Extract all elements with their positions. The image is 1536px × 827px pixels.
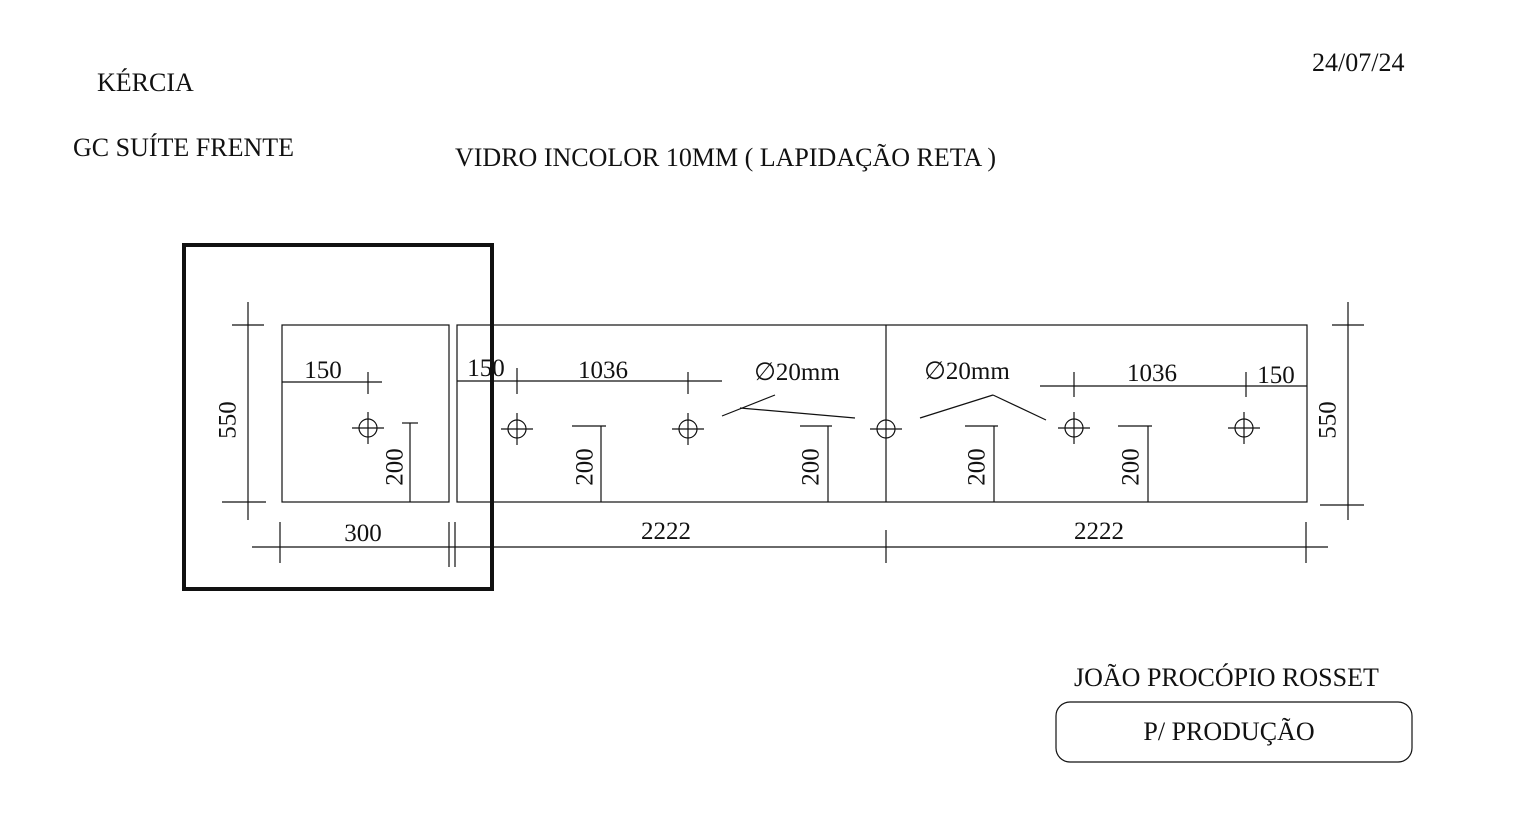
dim-hole-height-a2: 200 — [798, 448, 825, 486]
drill-hole — [1228, 412, 1260, 444]
dim-hole-height-b1: 200 — [964, 448, 991, 486]
small-glass-panel — [281, 324, 450, 503]
bottom-width-dimension — [252, 522, 1328, 567]
dim-panel-a-edge-offset: 150 — [467, 355, 505, 382]
signer-name: JOÃO PROCÓPIO ROSSET — [1074, 663, 1379, 692]
small-panel-hole-dimensions — [282, 372, 418, 502]
drill-hole — [672, 413, 704, 445]
left-height-dimension — [222, 302, 266, 520]
dim-panel-b-edge-offset: 150 — [1257, 362, 1295, 389]
dim-height-left: 550 — [215, 401, 242, 439]
drill-hole — [501, 413, 533, 445]
dim-panel-a-spacing: 1036 — [578, 357, 628, 384]
drill-hole — [870, 419, 902, 439]
panel-a-hole-dimensions — [457, 368, 856, 502]
highlight-box — [182, 243, 494, 591]
dim-hole-height-b2: 200 — [1118, 448, 1145, 486]
drill-hole — [352, 412, 384, 444]
dim-width-panel-b: 2222 — [1074, 518, 1124, 545]
production-stamp-box — [1055, 701, 1413, 763]
dim-diameter-a: ∅20mm — [754, 359, 840, 386]
production-stamp: P/ PRODUÇÃO — [1143, 717, 1314, 746]
panel-b-hole-dimensions — [919, 372, 1307, 502]
project-name: GC SUÍTE FRENTE — [73, 133, 294, 162]
drill-hole — [1058, 412, 1090, 444]
dim-height-right: 550 — [1315, 401, 1342, 439]
drawing-date: 24/07/24 — [1312, 48, 1405, 77]
dim-diameter-b: ∅20mm — [924, 358, 1010, 385]
glass-specification: VIDRO INCOLOR 10MM ( LAPIDAÇÃO RETA ) — [455, 143, 997, 172]
dim-small-hole-offset: 150 — [304, 357, 342, 384]
dim-hole-height-a1: 200 — [572, 448, 599, 486]
client-name: KÉRCIA — [97, 68, 194, 97]
dim-width-small: 300 — [344, 520, 382, 547]
dim-panel-b-spacing: 1036 — [1127, 360, 1177, 387]
right-height-dimension — [1320, 302, 1364, 520]
dim-width-panel-a: 2222 — [641, 518, 691, 545]
dim-small-hole-height: 200 — [382, 448, 409, 486]
long-glass-panel — [456, 324, 1308, 503]
